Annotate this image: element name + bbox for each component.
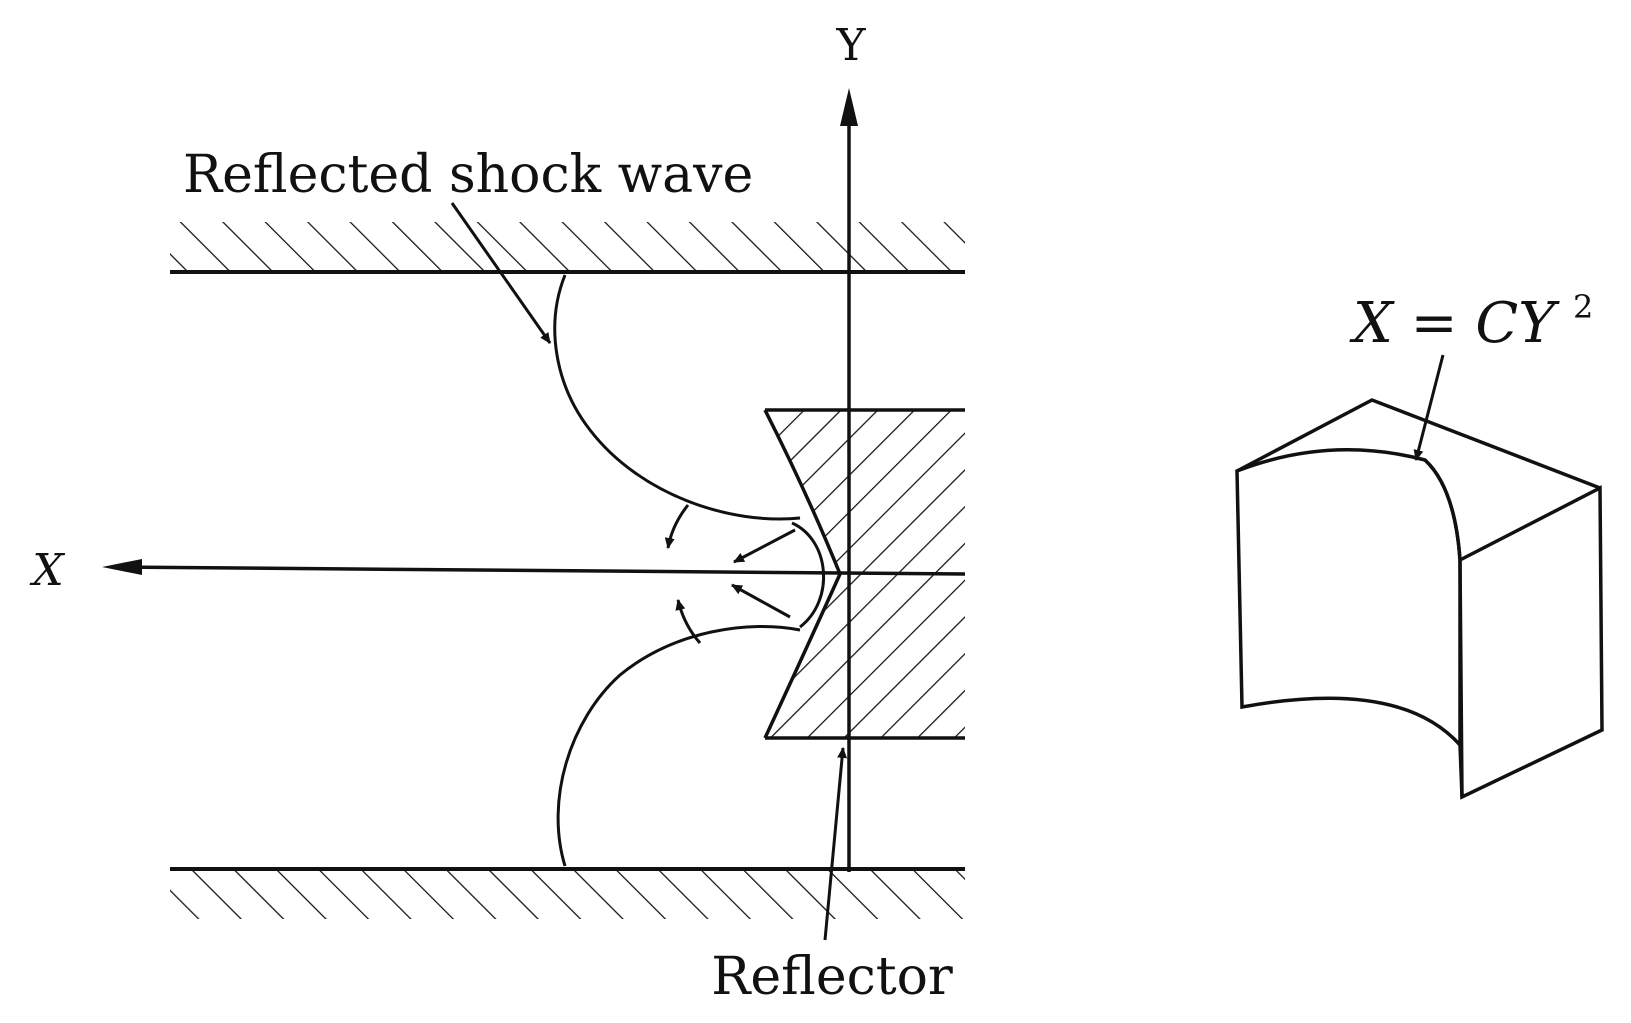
- y-axis: Y: [835, 20, 866, 872]
- x-axis-label: X: [29, 545, 65, 596]
- wave-direction-arrows: [664, 504, 796, 644]
- reflected-shock-wave-callout: Reflected shock wave: [183, 145, 753, 344]
- bottom-wall: [170, 867, 965, 919]
- equation-exponent: 2: [1573, 288, 1593, 326]
- arrow-upper-left: [664, 504, 690, 549]
- shock-wave-fronts: [553, 274, 826, 867]
- reflector-label: Reflector: [711, 947, 953, 1007]
- equation-main: X = CY: [1349, 291, 1560, 356]
- arrow-upper-inner: [733, 528, 796, 564]
- reflector-3d-sketch: [1235, 398, 1604, 800]
- lower-shock-front: [556, 625, 801, 867]
- top-wall: [170, 222, 965, 274]
- arrow-lower-left: [675, 599, 702, 644]
- equation-leader: [1413, 354, 1445, 461]
- reflector-3d-top-edges: [1236, 398, 1601, 561]
- reflector-callout: Reflector: [711, 747, 953, 1007]
- reflector-3d-side-face: [1458, 485, 1604, 800]
- reflected-shock-wave-label: Reflected shock wave: [183, 145, 753, 205]
- top-wall-hatching: [170, 222, 965, 272]
- bottom-wall-hatching: [170, 869, 965, 919]
- y-axis-label: Y: [835, 20, 866, 71]
- upper-shock-front: [553, 274, 801, 521]
- equation-label: X = CY 2: [1349, 288, 1593, 356]
- equation-callout: X = CY 2: [1349, 288, 1593, 461]
- y-axis-arrowhead: [840, 88, 858, 126]
- reflected-shock-wave-leader: [450, 202, 552, 344]
- reflector-3d-bottom-edge: [1458, 744, 1464, 798]
- x-axis-arrowhead: [102, 559, 142, 575]
- arrow-lower-inner: [731, 583, 791, 619]
- reflector-3d-front-face: [1235, 448, 1462, 750]
- focusing-shock-front: [791, 521, 826, 629]
- reflector-leader: [823, 747, 848, 941]
